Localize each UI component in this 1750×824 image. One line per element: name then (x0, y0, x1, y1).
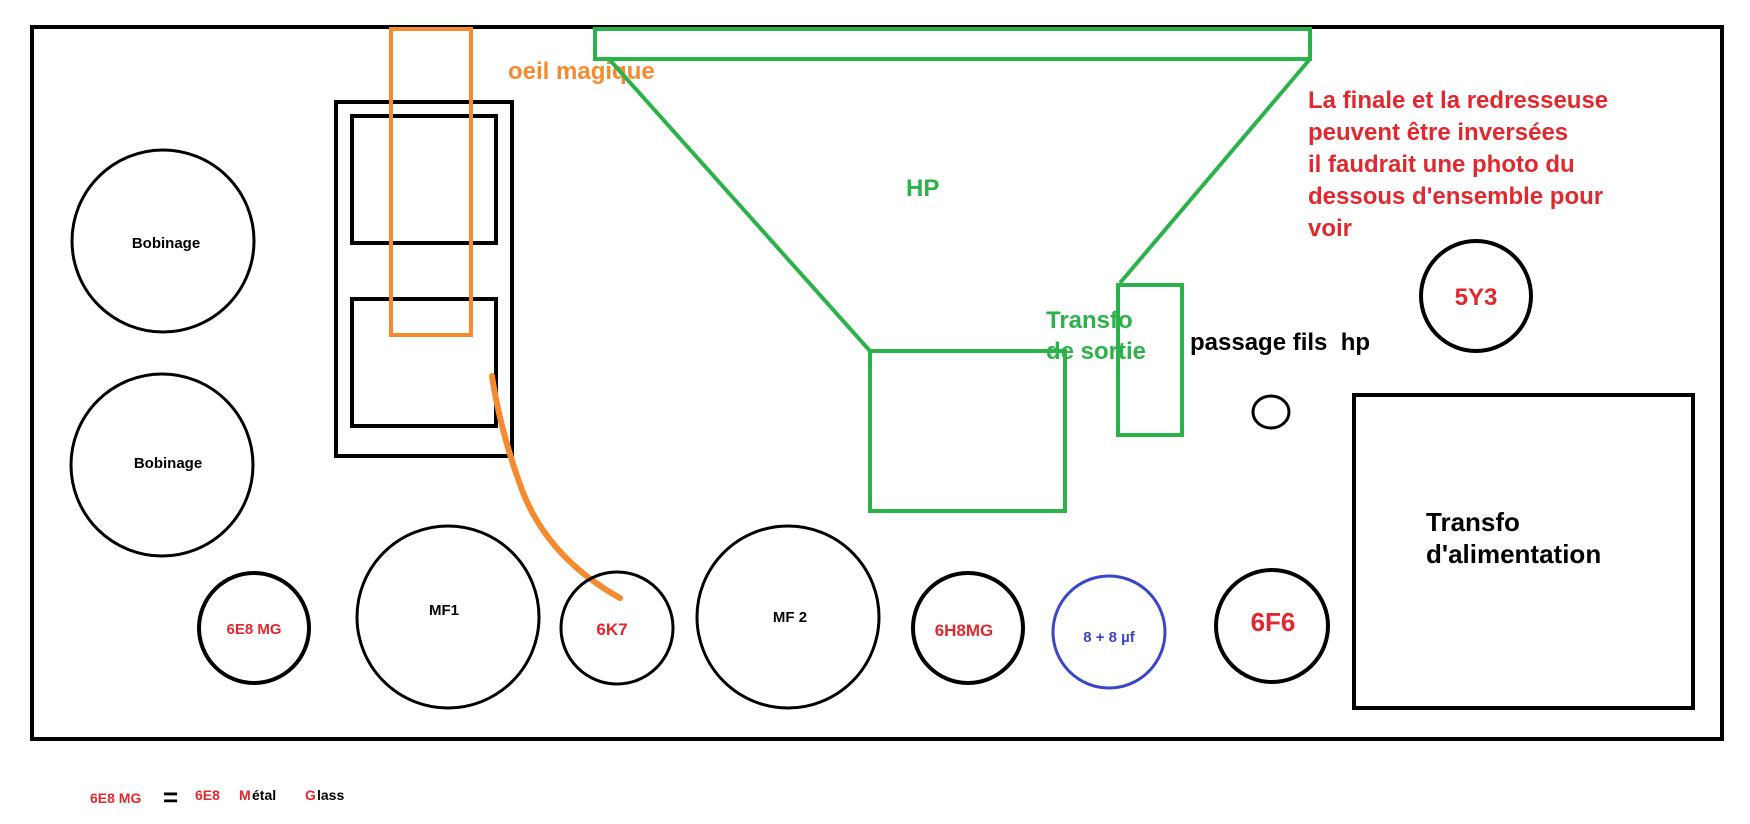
legend-term: 6E8 MG (90, 790, 141, 806)
legend: 6E8 MG = 6E8 M étal G lass (90, 782, 344, 812)
coil-2-label: Bobinage (134, 455, 202, 472)
capacitor-label: 8 + 8 µf (1083, 629, 1136, 646)
tube-5y3-label: 5Y3 (1455, 284, 1498, 311)
mf1-transformer (355, 524, 541, 710)
note-line-5: voir (1308, 215, 1352, 242)
note-line-1: La finale et la redresseuse (1308, 87, 1608, 114)
passage-fils-label: passage fils hp (1190, 329, 1370, 356)
transfo-sortie-label-line1: Transfo (1046, 307, 1133, 334)
oeil-magique-label: oeil magique (508, 58, 655, 85)
tube-6h8mg-label: 6H8MG (935, 621, 994, 640)
output-transformer (1116, 283, 1184, 437)
tube-6e8mg-label: 6E8 MG (226, 621, 281, 638)
tube-6k7-label: 6K7 (596, 620, 627, 639)
tube-6h8mg (911, 571, 1025, 685)
magic-eye-frame (334, 100, 514, 458)
tube-6f6-label: 6F6 (1251, 607, 1296, 637)
mf2-transformer (695, 524, 881, 710)
power-transformer (1352, 393, 1695, 710)
legend-g-rest: lass (317, 787, 344, 803)
note-line-3: il faudrait une photo du (1308, 151, 1575, 178)
coil-1-label: Bobinage (132, 235, 200, 252)
transfo-sortie-label-line2: de sortie (1046, 338, 1146, 365)
tube-6e8mg (197, 571, 311, 685)
note-line-2: peuvent être inversées (1308, 119, 1568, 146)
filter-capacitor (1051, 574, 1167, 690)
wire-passage-hole (1251, 394, 1291, 430)
mf2-label: MF 2 (773, 609, 807, 626)
tube-5y3 (1419, 239, 1533, 353)
hp-label: HP (906, 175, 939, 202)
transfo-alim-label-line1: Transfo (1426, 507, 1520, 537)
mf1-label: MF1 (429, 602, 459, 619)
legend-g-letter: G (305, 787, 316, 803)
tube-6k7 (559, 570, 675, 686)
legend-m-letter: M (239, 787, 251, 803)
legend-m-rest: étal (252, 787, 276, 803)
magic-eye-tube (389, 27, 473, 337)
tube-6f6 (1214, 568, 1330, 684)
note-line-4: dessous d'ensemble pour (1308, 183, 1603, 210)
coil-2 (69, 372, 255, 558)
legend-name: 6E8 (195, 787, 220, 803)
transfo-alim-label-line2: d'alimentation (1426, 539, 1601, 569)
legend-equals: = (163, 782, 178, 812)
magic-eye-wire (489, 373, 623, 601)
coil-1 (70, 148, 256, 334)
loudspeaker (593, 27, 1312, 513)
